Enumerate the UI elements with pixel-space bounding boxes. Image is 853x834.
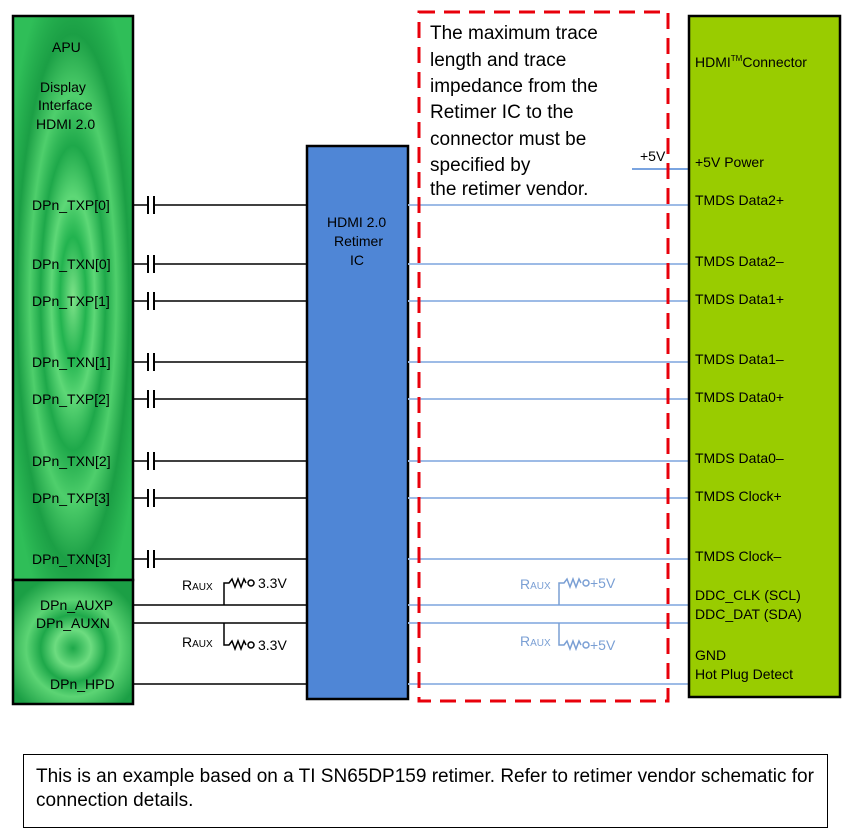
svg-text:+5V: +5V bbox=[590, 637, 616, 653]
left-aux-pullup: RAUX 3.3V bbox=[182, 575, 287, 605]
svg-text:impedance from the: impedance from the bbox=[430, 76, 598, 97]
retimer-block bbox=[305, 144, 410, 701]
apu-signal-auxn: DPn_AUXN bbox=[36, 615, 110, 631]
connector-pin-ddc-clk: DDC_CLK (SCL) bbox=[695, 587, 801, 603]
svg-text:Retimer IC to the: Retimer IC to the bbox=[430, 102, 574, 123]
retimer-label-3: IC bbox=[350, 252, 364, 268]
svg-text:connector must be: connector must be bbox=[430, 129, 586, 150]
apu-signal-txp1: DPn_TXP[1] bbox=[32, 293, 110, 309]
hdmi-retimer-diagram: APU Display Interface HDMI 2.0 DPn_TXP[0… bbox=[11, 10, 842, 706]
hdmi-connector-block bbox=[687, 14, 842, 699]
trace-spec-callout-border bbox=[417, 10, 670, 703]
svg-text:RAUX: RAUX bbox=[182, 577, 213, 593]
right-aux-pulldown: RAUX +5V bbox=[520, 623, 616, 653]
svg-text:3.3V: 3.3V bbox=[258, 637, 287, 653]
svg-text:3.3V: 3.3V bbox=[258, 575, 287, 591]
apu-subtitle-1: Display bbox=[40, 79, 86, 95]
note-text: This is an example based on a TI SN65DP1… bbox=[36, 766, 814, 811]
connector-pin-hpd: Hot Plug Detect bbox=[695, 666, 793, 682]
ac-coupling-capacitors bbox=[147, 196, 155, 568]
trace-spec-callout-text: The maximum trace length and trace imped… bbox=[430, 23, 598, 200]
retimer-label-1: HDMI 2.0 bbox=[327, 214, 386, 230]
apu-block bbox=[11, 14, 135, 582]
connector-pin-data1n: TMDS Data1– bbox=[695, 351, 784, 367]
apu-signal-txp0: DPn_TXP[0] bbox=[32, 197, 110, 213]
svg-text:the retimer vendor.: the retimer vendor. bbox=[430, 179, 588, 200]
connector-title: HDMITMConnector bbox=[695, 54, 807, 70]
note-box: This is an example based on a TI SN65DP1… bbox=[23, 754, 828, 828]
apu-subtitle-3: HDMI 2.0 bbox=[36, 116, 95, 132]
retimer-connector-traces bbox=[408, 204, 689, 685]
apu-retimer-wires bbox=[133, 204, 307, 685]
left-aux-pulldown: RAUX 3.3V bbox=[182, 623, 287, 653]
apu-aux-block bbox=[11, 578, 135, 706]
svg-text:The maximum trace: The maximum trace bbox=[430, 23, 598, 44]
apu-signal-txn1: DPn_TXN[1] bbox=[32, 354, 111, 370]
apu-signal-txn2: DPn_TXN[2] bbox=[32, 453, 111, 469]
apu-signal-hpd: DPn_HPD bbox=[50, 676, 115, 692]
connector-pin-data0p: TMDS Data0+ bbox=[695, 389, 784, 405]
connector-pin-data1p: TMDS Data1+ bbox=[695, 291, 784, 307]
apu-signal-txn0: DPn_TXN[0] bbox=[32, 256, 111, 272]
svg-text:RAUX: RAUX bbox=[520, 633, 551, 649]
power-label: +5V bbox=[640, 148, 666, 164]
connector-pin-data2n: TMDS Data2– bbox=[695, 253, 784, 269]
connector-pin-clockn: TMDS Clock– bbox=[695, 548, 782, 564]
apu-signal-txp2: DPn_TXP[2] bbox=[32, 391, 110, 407]
svg-text:RAUX: RAUX bbox=[520, 576, 551, 592]
connector-pin-data2p: TMDS Data2+ bbox=[695, 192, 784, 208]
svg-text:specified by: specified by bbox=[430, 155, 531, 176]
svg-text:RAUX: RAUX bbox=[182, 634, 213, 650]
svg-text:length and trace: length and trace bbox=[430, 50, 566, 71]
connector-pin-5v: +5V Power bbox=[695, 154, 764, 170]
svg-text:+5V: +5V bbox=[590, 575, 616, 591]
apu-signal-auxp: DPn_AUXP bbox=[40, 597, 113, 613]
connector-pin-gnd: GND bbox=[695, 647, 726, 663]
connector-pin-data0n: TMDS Data0– bbox=[695, 450, 784, 466]
retimer-label-2: Retimer bbox=[334, 233, 383, 249]
connector-pin-clockp: TMDS Clock+ bbox=[695, 488, 782, 504]
right-aux-pullup: RAUX +5V bbox=[520, 575, 616, 605]
apu-signal-txn3: DPn_TXN[3] bbox=[32, 551, 111, 567]
apu-signal-txp3: DPn_TXP[3] bbox=[32, 490, 110, 506]
apu-subtitle-2: Interface bbox=[38, 97, 93, 113]
connector-pin-ddc-dat: DDC_DAT (SDA) bbox=[695, 606, 802, 622]
apu-title: APU bbox=[52, 39, 81, 55]
